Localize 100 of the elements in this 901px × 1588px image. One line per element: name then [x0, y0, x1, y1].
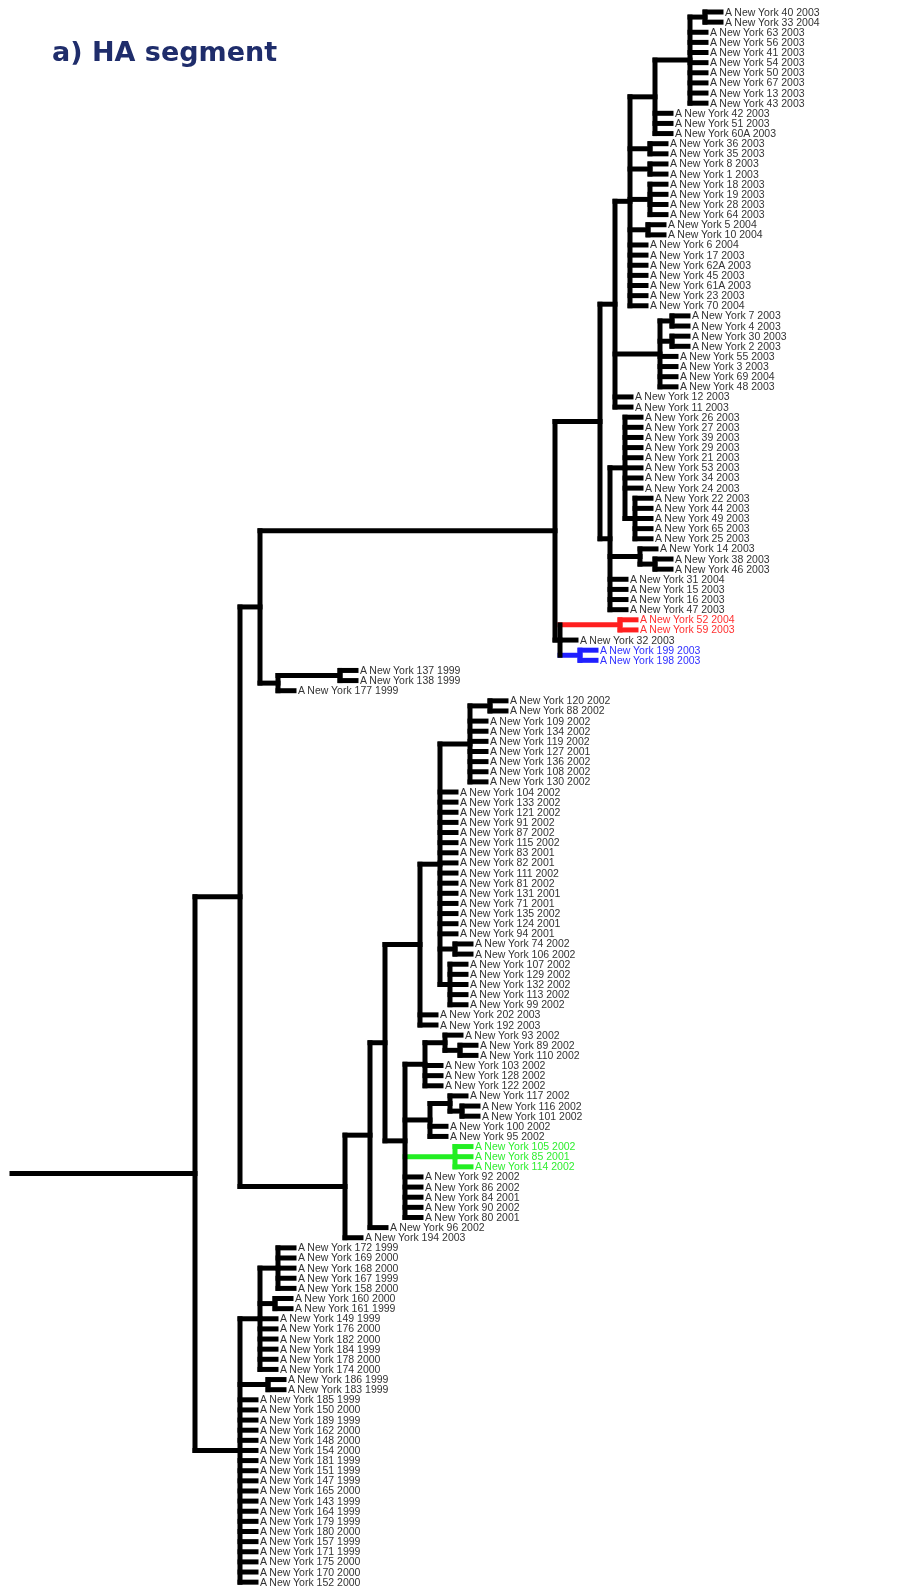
taxon-label: A New York 170 2000	[260, 1566, 361, 1578]
taxon-label: A New York 115 2002	[460, 837, 560, 849]
taxon-label: A New York 180 2000	[260, 1526, 361, 1537]
taxon-label: A New York 169 2000	[298, 1252, 399, 1264]
taxon-label: A New York 67 2003	[710, 77, 805, 89]
taxon-label: A New York 148 2000	[260, 1434, 361, 1446]
taxon-label: A New York 87 2002	[460, 827, 555, 838]
taxon-label: A New York 162 2000	[260, 1424, 361, 1436]
taxon-label: A New York 2 2003	[692, 340, 781, 352]
taxon-label: A New York 61A 2003	[650, 280, 751, 291]
taxon-label: A New York 134 2002	[490, 725, 591, 737]
taxon-label: A New York 127 2001	[490, 746, 591, 757]
taxon-label: A New York 26 2003	[645, 411, 740, 423]
taxon-label: A New York 43 2003	[710, 97, 805, 109]
taxon-label: A New York 13 2003	[710, 87, 805, 99]
taxon-label: A New York 104 2002	[460, 786, 561, 798]
taxon-label: A New York 81 2002	[460, 877, 555, 889]
taxon-label: A New York 149 1999	[280, 1313, 381, 1325]
panel-title: a) HA segment	[52, 36, 278, 67]
taxon-label: A New York 192 2003	[440, 1019, 541, 1031]
taxon-label: A New York 179 1999	[260, 1515, 361, 1527]
taxon-label: A New York 135 2002	[460, 908, 561, 920]
taxon-label: A New York 1 2003	[670, 168, 759, 180]
taxon-label: A New York 121 2002	[460, 806, 561, 818]
taxon-label: A New York 23 2003	[650, 290, 745, 302]
taxon-label: A New York 6 2004	[650, 239, 739, 251]
taxon-label: A New York 29 2003	[645, 442, 740, 454]
taxon-label: A New York 35 2003	[670, 148, 765, 160]
taxon-label: A New York 93 2002	[465, 1029, 560, 1041]
taxon-label: A New York 40 2003	[725, 6, 820, 18]
taxon-label: A New York 17 2003	[650, 249, 745, 261]
taxon-label: A New York 10 2004	[668, 229, 763, 241]
taxon-label: A New York 186 1999	[288, 1374, 389, 1386]
taxon-label: A New York 30 2003	[692, 330, 787, 342]
taxon-label: A New York 54 2003	[710, 57, 805, 69]
taxon-label: A New York 107 2002	[470, 958, 571, 970]
taxon-label: A New York 62A 2003	[650, 259, 751, 271]
taxon-label: A New York 157 1999	[260, 1536, 361, 1548]
taxon-label: A New York 176 2000	[280, 1323, 381, 1335]
taxon-label: A New York 52 2004	[640, 614, 735, 626]
taxon-label: A New York 165 2000	[260, 1485, 361, 1497]
taxon-label: A New York 158 2000	[298, 1282, 399, 1294]
taxon-label: A New York 194 2003	[365, 1232, 466, 1244]
taxon-label: A New York 65 2003	[655, 523, 750, 535]
taxon-label: A New York 92 2002	[425, 1171, 520, 1183]
taxon-label: A New York 7 2003	[692, 310, 781, 322]
taxon-label: A New York 94 2001	[460, 928, 555, 940]
taxon-label: A New York 70 2004	[650, 300, 745, 312]
taxon-label: A New York 32 2003	[580, 634, 675, 646]
taxon-label: A New York 11 2003	[635, 401, 729, 413]
taxon-label: A New York 138 1999	[360, 675, 461, 687]
taxon-label: A New York 161 1999	[295, 1303, 396, 1315]
taxon-label: A New York 36 2003	[670, 138, 765, 150]
taxon-label: A New York 164 1999	[260, 1505, 361, 1517]
taxon-label: A New York 181 1999	[260, 1455, 361, 1467]
taxon-label: A New York 108 2002	[490, 766, 591, 778]
taxon-label: A New York 99 2002	[470, 999, 565, 1011]
taxon-label: A New York 69 2004	[680, 371, 775, 383]
taxon-label: A New York 38 2003	[675, 553, 770, 565]
taxon-label: A New York 137 1999	[360, 664, 461, 676]
taxon-label: A New York 50 2003	[710, 67, 805, 79]
taxon-label: A New York 95 2002	[450, 1130, 545, 1142]
taxon-label: A New York 101 2002	[482, 1110, 583, 1122]
taxon-label: A New York 132 2002	[470, 978, 571, 990]
taxon-label: A New York 41 2003	[710, 47, 805, 58]
taxon-label: A New York 198 2003	[600, 654, 701, 666]
taxon-label: A New York 110 2002	[480, 1049, 580, 1061]
taxon-label: A New York 14 2003	[660, 543, 755, 555]
taxon-label: A New York 160 2000	[295, 1293, 396, 1304]
taxon-label: A New York 106 2002	[475, 948, 576, 960]
taxon-label: A New York 22 2003	[655, 492, 750, 504]
taxon-label: A New York 28 2003	[670, 198, 765, 210]
taxon-label: A New York 114 2002	[475, 1161, 575, 1173]
taxon-label: A New York 47 2003	[630, 604, 725, 616]
taxon-label: A New York 39 2003	[645, 431, 740, 443]
taxon-label: A New York 16 2003	[630, 594, 725, 606]
taxon-label: A New York 109 2002	[490, 715, 591, 727]
taxon-label: A New York 3 2003	[680, 361, 769, 373]
taxon-label: A New York 74 2002	[475, 938, 570, 950]
taxon-label: A New York 53 2003	[645, 462, 740, 474]
taxon-label: A New York 45 2003	[650, 269, 745, 281]
taxon-label: A New York 117 2002	[470, 1090, 570, 1102]
taxon-label: A New York 167 1999	[298, 1272, 399, 1284]
taxon-label: A New York 63 2003	[710, 26, 805, 38]
taxon-label: A New York 131 2001	[460, 887, 561, 899]
taxon-label: A New York 71 2001	[460, 897, 555, 909]
taxon-label: A New York 15 2003	[630, 583, 725, 595]
taxon-label: A New York 143 1999	[260, 1495, 361, 1507]
taxon-label: A New York 116 2002	[482, 1100, 582, 1112]
taxon-label: A New York 31 2004	[630, 573, 725, 585]
taxon-label: A New York 86 2002	[425, 1181, 520, 1193]
taxon-label: A New York 24 2003	[645, 482, 740, 494]
taxon-label: A New York 55 2003	[680, 350, 775, 362]
taxon-label: A New York 185 1999	[260, 1394, 361, 1406]
taxon-label: A New York 171 1999	[260, 1546, 361, 1558]
taxon-label: A New York 5 2004	[668, 219, 757, 231]
taxon-label: A New York 130 2002	[490, 776, 591, 788]
taxon-label: A New York 33 2004	[725, 16, 820, 28]
taxon-label: A New York 124 2001	[460, 918, 561, 930]
taxon-label: A New York 89 2002	[480, 1039, 575, 1051]
